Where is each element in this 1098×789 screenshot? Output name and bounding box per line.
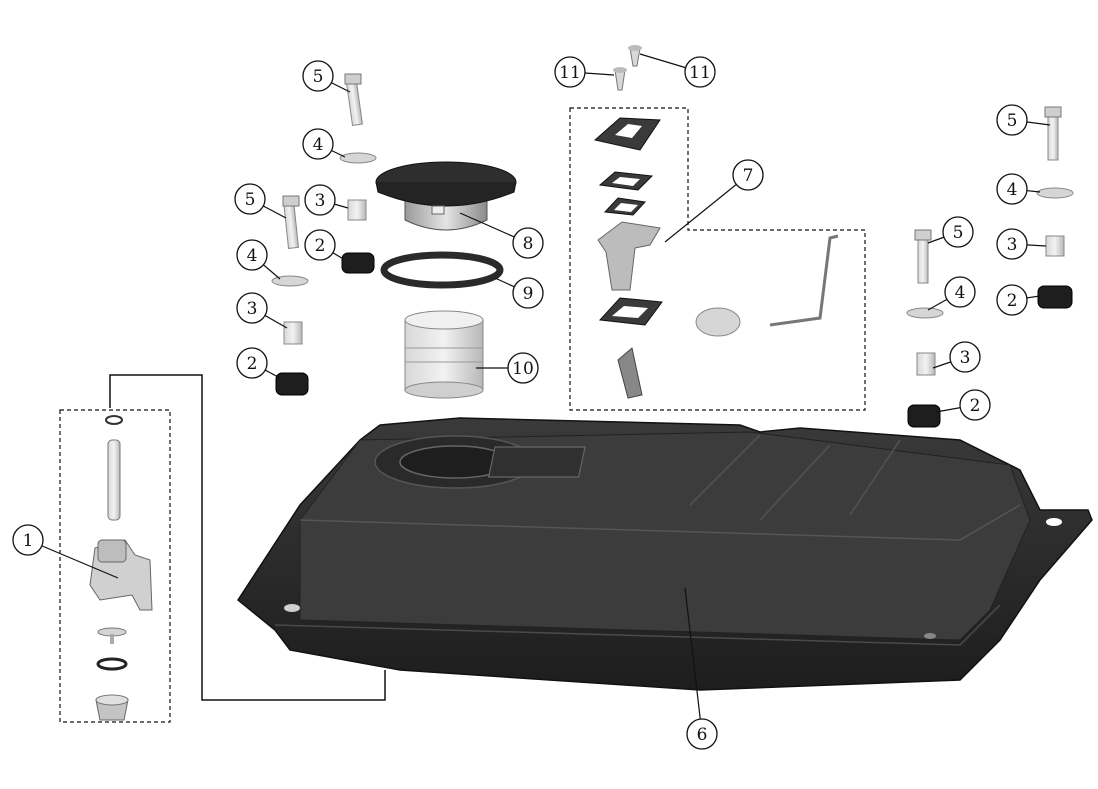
callout-layer: 1 2 2 2 2 3 3 3 3 4 4 4 4 5 5 5 5 6 7 8 9 10 11 11	[12, 53, 1051, 750]
callout-c5d: 5	[996, 104, 1051, 136]
mount-stack-right	[1036, 106, 1074, 309]
callout-c1: 1	[12, 524, 119, 579]
fuel-tank	[237, 417, 1093, 691]
callout-circle	[512, 277, 544, 309]
small-screws	[613, 45, 642, 91]
callout-circle	[944, 276, 976, 308]
callout-number: 4	[247, 246, 258, 266]
callout-circle	[686, 718, 718, 750]
callout-number: 10	[512, 359, 534, 379]
callout-number: 3	[315, 191, 326, 211]
callout-c3b: 3	[236, 292, 288, 329]
callout-number: 8	[523, 234, 534, 254]
fuel-gauge-assembly	[593, 117, 839, 399]
callout-c7: 7	[664, 159, 764, 243]
callout-circle	[942, 216, 974, 248]
callout-number: 5	[1007, 111, 1018, 131]
callout-circle	[304, 184, 336, 216]
callout-c9: 9	[494, 277, 544, 309]
callout-number: 11	[689, 63, 711, 83]
callout-number: 11	[559, 63, 581, 83]
callout-circle	[684, 56, 716, 88]
mount-stack-left	[271, 195, 309, 396]
callout-c2c: 2	[935, 389, 991, 421]
callout-number: 4	[1007, 180, 1018, 200]
callout-c3d: 3	[996, 228, 1047, 260]
callout-number: 3	[247, 299, 258, 319]
callout-c11a: 11	[554, 56, 615, 88]
callout-circle	[554, 56, 586, 88]
callout-c10: 10	[476, 352, 539, 384]
callout-leader-line	[664, 174, 749, 243]
fuel-cap	[375, 161, 517, 231]
callout-circle	[234, 183, 266, 215]
callout-number: 7	[743, 166, 754, 186]
callout-number: 9	[523, 284, 534, 304]
callout-number: 2	[315, 236, 326, 256]
callout-number: 2	[970, 396, 981, 416]
mount-stack-top-left	[339, 73, 377, 274]
callout-number: 4	[955, 283, 966, 303]
callout-c4c: 4	[927, 276, 976, 311]
callout-number: 1	[23, 531, 34, 551]
callout-circle	[732, 159, 764, 191]
fuel-cock-assembly	[89, 415, 153, 721]
callout-circle	[507, 352, 539, 384]
mount-stack-center-right	[906, 229, 944, 428]
callout-number: 5	[245, 190, 256, 210]
callout-c4b: 4	[236, 239, 281, 280]
callout-c4a: 4	[302, 128, 346, 160]
callout-number: 3	[1007, 235, 1018, 255]
callout-circle	[959, 389, 991, 421]
callout-c2a: 2	[304, 229, 346, 261]
fuel-gauge-group-box	[569, 107, 866, 411]
callout-c5b: 5	[234, 183, 287, 219]
callout-circle	[302, 60, 334, 92]
callout-c2d: 2	[996, 284, 1041, 316]
fuel-cock-group-box	[59, 409, 171, 723]
callout-number: 2	[247, 354, 258, 374]
callout-leader-line	[684, 587, 703, 735]
callout-number: 5	[953, 223, 964, 243]
callout-circle	[12, 524, 44, 556]
cap-gasket	[380, 251, 504, 289]
callout-circle	[949, 341, 981, 373]
callout-circle	[512, 227, 544, 259]
callout-c5a: 5	[302, 60, 351, 93]
callout-number: 3	[960, 348, 971, 368]
callout-c11b: 11	[639, 53, 716, 88]
callout-circle	[236, 292, 268, 324]
callout-circle	[996, 228, 1028, 260]
callout-circle	[304, 229, 336, 261]
callout-c8: 8	[459, 212, 544, 259]
callout-c5c: 5	[927, 216, 974, 248]
callout-c3a: 3	[304, 184, 349, 216]
callout-c3c: 3	[932, 341, 981, 373]
callout-number: 4	[313, 135, 324, 155]
fuel-strainer	[404, 310, 484, 399]
callout-number: 5	[313, 67, 324, 87]
callout-circle	[236, 347, 268, 379]
fuel-line-outline	[109, 374, 386, 701]
callout-circle	[236, 239, 268, 271]
callout-circle	[996, 173, 1028, 205]
callout-c2b: 2	[236, 347, 281, 379]
callout-number: 6	[697, 725, 708, 745]
callout-leader-line	[27, 539, 119, 579]
callout-c6: 6	[684, 587, 718, 750]
callout-circle	[996, 104, 1028, 136]
callout-c4d: 4	[996, 173, 1041, 205]
callout-circle	[302, 128, 334, 160]
callout-circle	[996, 284, 1028, 316]
callout-number: 2	[1007, 291, 1018, 311]
